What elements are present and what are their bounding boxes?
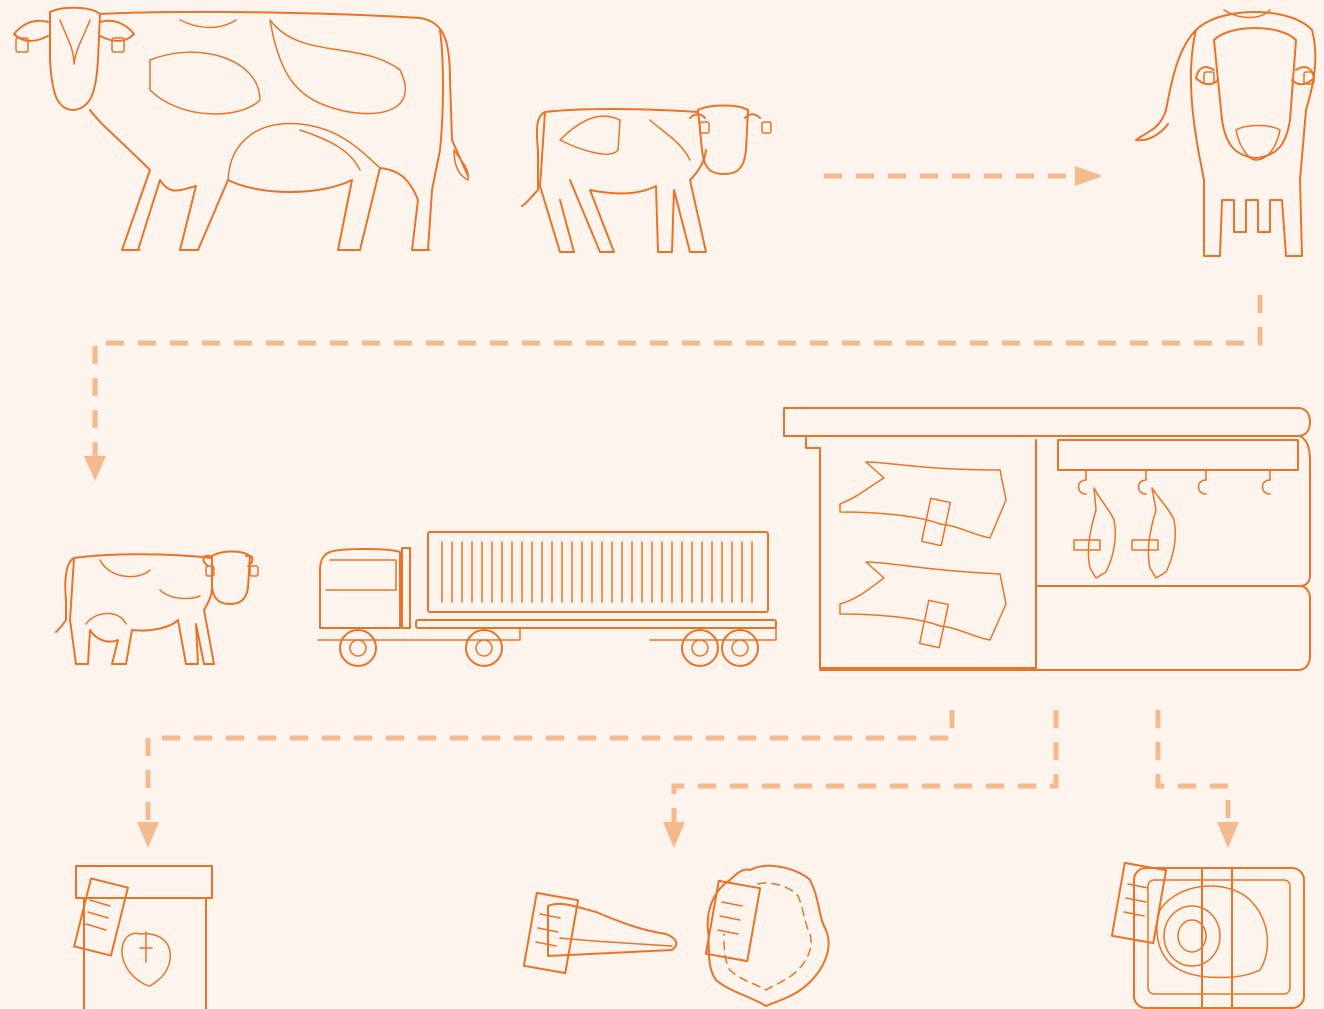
leather-hide-icon [704, 864, 830, 1007]
arrow-to-meat [1155, 710, 1231, 822]
arrowhead-meat [1217, 822, 1239, 848]
shoe-icon [522, 891, 678, 975]
offal-box-icon [73, 865, 213, 1009]
arrowhead-offal [137, 822, 159, 848]
cow-icon [13, 6, 469, 251]
arrow-to-leather [671, 710, 1059, 822]
truck-icon [317, 531, 777, 667]
cattle-icon [55, 550, 259, 665]
calf-icon [521, 104, 772, 253]
arrow-bull-to-cattle [92, 295, 1263, 458]
packaged-meat-icon [1110, 861, 1305, 1009]
slaughterhouse-icon [783, 407, 1311, 671]
flow-arrows [84, 166, 1263, 848]
arrowhead-cattle [84, 456, 106, 481]
arrowhead-bull [1075, 166, 1103, 186]
bull-icon [1135, 9, 1317, 257]
arrowhead-leather [663, 822, 685, 848]
arrow-to-offal [145, 710, 955, 822]
